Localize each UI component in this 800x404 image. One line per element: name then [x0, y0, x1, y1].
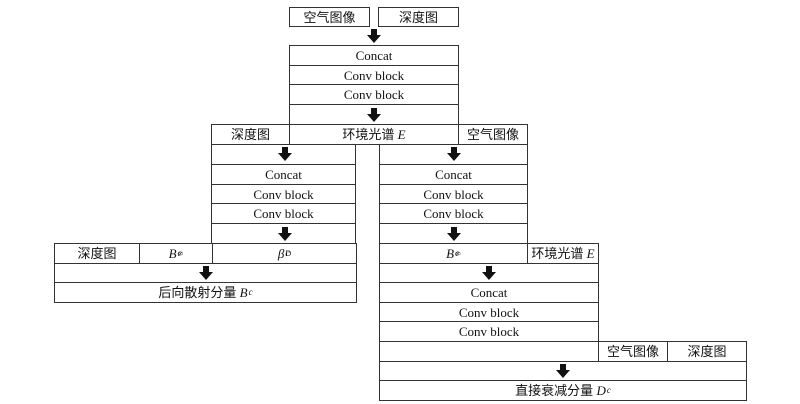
mid-air-image-label: 空气图像 — [466, 127, 519, 142]
beta-subscript: c — [285, 248, 290, 258]
top-depth-map-label: 深度图 — [398, 9, 438, 25]
left-conv-block-2: Conv block — [211, 203, 356, 224]
top-depth-map-input: 深度图 — [378, 7, 459, 27]
left-depth-map-label: 深度图 — [77, 246, 117, 261]
backscatter-symbol: B — [239, 285, 248, 300]
beta-superscript: D — [285, 248, 292, 258]
right-concat-block: Concat — [379, 164, 528, 185]
right-b-infinity-subscript: c — [455, 248, 460, 258]
right-conv-block-3: Conv block — [379, 302, 599, 322]
left-conv-block-1: Conv block — [211, 184, 356, 204]
top-conv-block-1: Conv block — [289, 65, 459, 85]
left-conv-block-2-label: Conv block — [253, 206, 314, 221]
down-arrow-icon — [447, 147, 461, 161]
direct-subscript: c — [606, 385, 611, 395]
down-arrow-icon — [278, 147, 292, 161]
backscatter-label: 后向散射分量 — [158, 285, 237, 300]
right-env-spectrum-label: 环境光谱 — [531, 246, 584, 261]
right-air-image-input: 空气图像 — [598, 341, 668, 362]
left-conv-block-1-label: Conv block — [253, 186, 314, 202]
top-air-image-input: 空气图像 — [289, 7, 370, 27]
right-empty-cell — [379, 341, 599, 362]
b-infinity-subscript: c — [177, 248, 182, 258]
mid-air-image-input: 空气图像 — [458, 124, 528, 145]
top-air-image-label: 空气图像 — [303, 9, 356, 25]
right-conv-block-2-label: Conv block — [423, 206, 484, 221]
left-concat-block: Concat — [211, 164, 356, 185]
right-conv-block-4: Conv block — [379, 321, 599, 342]
top-conv-block-2-label: Conv block — [343, 87, 405, 102]
mid-depth-map-label: 深度图 — [230, 127, 270, 142]
down-arrow-icon — [447, 227, 461, 241]
b-infinity-symbol: B — [168, 246, 177, 261]
right-concat-label: Concat — [435, 167, 472, 182]
left-depth-map-input: 深度图 — [54, 243, 140, 264]
right-depth-map-input: 深度图 — [667, 341, 747, 362]
right-env-spectrum-symbol: E — [586, 246, 595, 261]
down-arrow-icon — [199, 266, 213, 280]
right-conv-block-1: Conv block — [379, 184, 528, 204]
right-conv-block-2: Conv block — [379, 203, 528, 224]
right-b-infinity-superscript: ∞ — [455, 248, 461, 258]
right-conv-block-3-label: Conv block — [458, 304, 520, 320]
right-conv-block-1-label: Conv block — [423, 186, 484, 202]
top-concat-label: Concat — [355, 48, 393, 63]
down-arrow-icon — [556, 364, 570, 378]
down-arrow-icon — [482, 266, 496, 280]
env-spectrum-symbol: E — [397, 127, 406, 142]
backscatter-subscript: c — [248, 287, 253, 297]
right-concat-block-2: Concat — [379, 282, 599, 303]
down-arrow-icon — [278, 227, 292, 241]
b-infinity-superscript: ∞ — [177, 248, 184, 258]
mid-depth-map-input: 深度图 — [211, 124, 290, 145]
right-depth-map-label: 深度图 — [687, 344, 727, 359]
right-conv-block-4-label: Conv block — [458, 324, 520, 339]
top-conv-block-1-label: Conv block — [343, 67, 405, 83]
right-air-image-label: 空气图像 — [606, 344, 659, 359]
top-conv-block-2: Conv block — [289, 84, 459, 105]
left-concat-label: Concat — [265, 167, 302, 182]
direct-label: 直接衰减分量 — [515, 383, 594, 398]
right-concat-2-label: Concat — [470, 285, 508, 300]
env-spectrum-label: 环境光谱 — [342, 127, 395, 142]
env-spectrum-output: 环境光谱 E — [289, 124, 459, 145]
direct-symbol: D — [596, 383, 606, 398]
right-env-spectrum-input: 环境光谱 E — [527, 243, 599, 264]
down-arrow-icon — [367, 108, 381, 122]
top-concat-block: Concat — [289, 45, 459, 66]
down-arrow-icon — [367, 29, 381, 43]
beta-symbol: β — [277, 246, 285, 261]
right-b-infinity-symbol: B — [446, 246, 455, 261]
